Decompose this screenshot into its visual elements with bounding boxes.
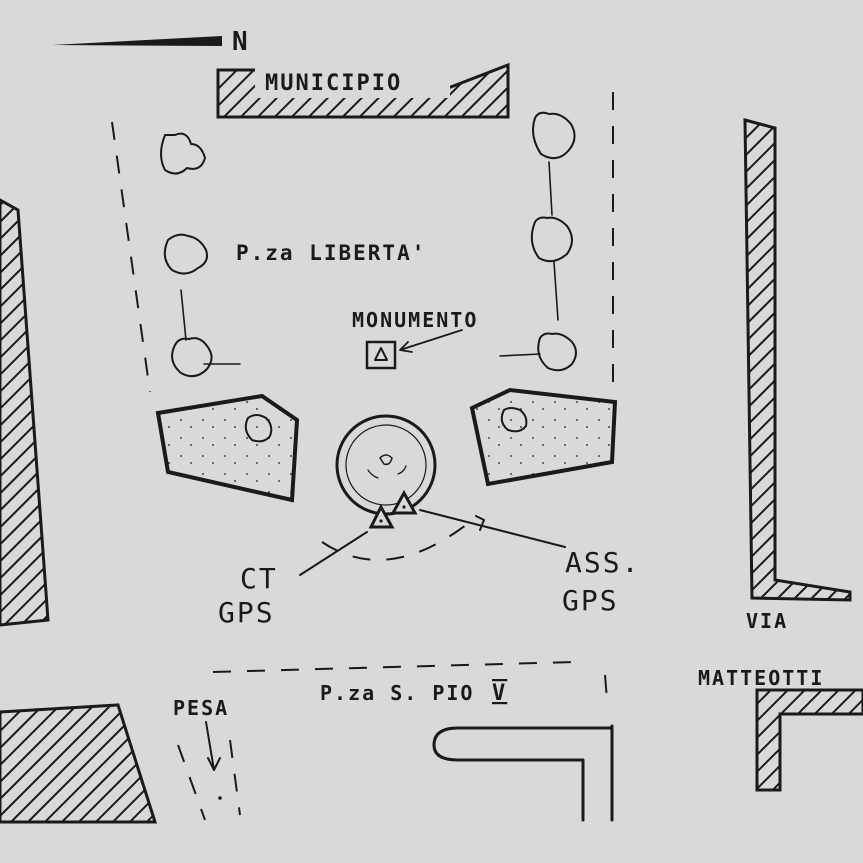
pesa-scale bbox=[177, 721, 241, 821]
pesa-label: PESA bbox=[173, 696, 229, 720]
tree-connectors bbox=[180, 161, 559, 365]
matteotti-label: MATTEOTTI bbox=[698, 666, 824, 690]
fountain bbox=[321, 414, 467, 561]
north-arrow-icon bbox=[52, 36, 222, 46]
bottom-center-building bbox=[432, 724, 614, 822]
tree-icon bbox=[532, 111, 576, 160]
ct-gps-label: GPS bbox=[218, 596, 275, 629]
tree-icon bbox=[530, 216, 573, 263]
right-garden-bed bbox=[469, 387, 618, 487]
tree-icon bbox=[163, 233, 208, 275]
municipio-building bbox=[216, 62, 510, 119]
monument-icon bbox=[365, 340, 397, 370]
ct-pointer-line bbox=[299, 531, 368, 576]
tree-icon bbox=[160, 132, 206, 175]
s-pio-side-boundary bbox=[604, 674, 608, 701]
bottom-left-building bbox=[0, 703, 158, 824]
via-label: VIA bbox=[746, 609, 788, 633]
ct-label: CT bbox=[240, 562, 278, 595]
s-pio-boundary bbox=[212, 661, 576, 673]
left-building bbox=[0, 198, 50, 627]
piazza-liberta-label: P.za LIBERTA' bbox=[236, 241, 426, 265]
ass-gps-marker-icon bbox=[390, 489, 418, 515]
north-label: N bbox=[232, 27, 250, 57]
bottom-right-building bbox=[755, 688, 863, 792]
pio-numeral: V bbox=[492, 681, 507, 706]
ct-gps-marker-icon bbox=[368, 503, 395, 529]
ass-gps-label: GPS bbox=[562, 584, 619, 617]
left-garden-bed bbox=[155, 393, 300, 503]
municipio-label: MUNICIPIO bbox=[265, 71, 402, 96]
tree-icon bbox=[537, 332, 577, 372]
tree-icon bbox=[171, 337, 213, 378]
right-building bbox=[743, 118, 852, 602]
monumento-pointer bbox=[399, 329, 463, 353]
monumento-label: MONUMENTO bbox=[352, 308, 478, 332]
ass-label: ASS. bbox=[565, 546, 640, 579]
ass-pointer-line bbox=[419, 509, 566, 548]
piazza-s-pio-label: P.za S. PIO bbox=[320, 681, 474, 705]
piazza-liberta-boundary bbox=[111, 92, 614, 395]
